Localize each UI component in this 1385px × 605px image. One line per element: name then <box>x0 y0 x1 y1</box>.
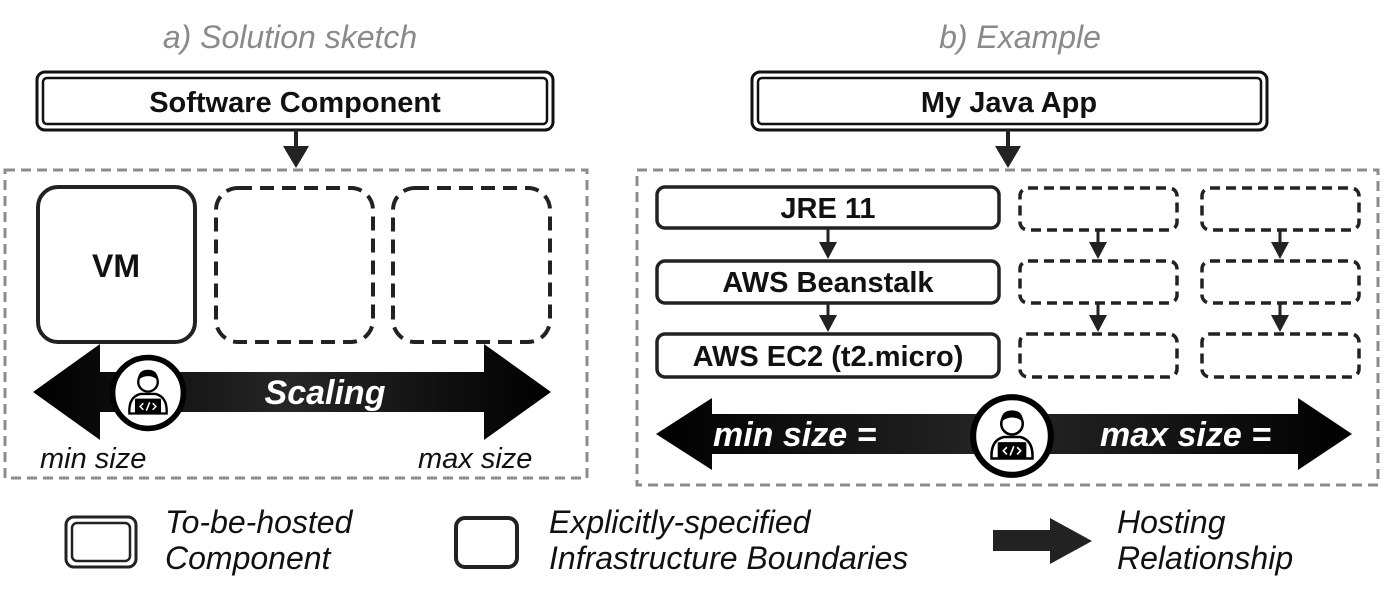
developer-icon <box>113 358 184 429</box>
scaling-double-arrow <box>33 344 551 440</box>
scaled-stack-2 <box>1018 186 1179 379</box>
stack-box-beanstalk: AWS Beanstalk <box>655 259 1001 305</box>
my-java-app-box: My Java App <box>750 70 1269 132</box>
stack-label-jre: JRE 11 <box>780 193 875 225</box>
example-panel <box>635 168 1380 487</box>
legend-double-border-box-icon <box>64 515 138 569</box>
min-size-label: min size <box>40 443 146 475</box>
scaling-label: Scaling <box>265 374 386 412</box>
legend-hosting-line2: Relationship <box>1117 540 1293 576</box>
developer-icon <box>973 397 1051 475</box>
vm-box: VM <box>36 185 197 344</box>
legend-hosting-line1: Hosting <box>1117 504 1226 540</box>
hosting-arrow-left <box>283 130 309 168</box>
legend-infrastructure-line1: Explicitly-specified <box>549 504 812 540</box>
legend-arrow-right-icon <box>993 518 1092 564</box>
heading-solution-sketch: a) Solution sketch <box>163 19 417 55</box>
stack-label-ec2: AWS EC2 (t2.micro) <box>693 341 964 373</box>
legend-to-be-hosted-line2: Component <box>165 540 332 576</box>
solution-sketch-panel <box>3 168 589 480</box>
vm-label: VM <box>92 248 140 284</box>
stack-label-beanstalk: AWS Beanstalk <box>722 267 934 299</box>
software-component-box: Software Component <box>35 70 555 132</box>
legend-rounded-box-icon <box>454 516 519 569</box>
stack-box-jre: JRE 11 <box>655 185 1001 230</box>
heading-example: b) Example <box>939 19 1101 55</box>
legend-to-be-hosted-line1: To-be-hosted <box>165 504 354 540</box>
hosting-arrow-right <box>995 130 1021 168</box>
scaled-vm-placeholder-2 <box>391 186 552 344</box>
scaled-stack-3 <box>1200 186 1361 379</box>
my-java-app-label: My Java App <box>921 87 1097 119</box>
stack-arrow-1 <box>819 228 837 259</box>
stack-box-ec2: AWS EC2 (t2.micro) <box>655 332 1001 379</box>
min-size-equals-label: min size = <box>713 416 877 454</box>
max-size-label: max size <box>418 443 532 475</box>
max-size-equals-label: max size = <box>1100 416 1271 454</box>
legend-infrastructure-line2: Infrastructure Boundaries <box>549 540 908 576</box>
scaled-vm-placeholder-1 <box>214 186 375 344</box>
software-component-label: Software Component <box>149 87 441 119</box>
stack-arrow-2 <box>819 303 837 332</box>
